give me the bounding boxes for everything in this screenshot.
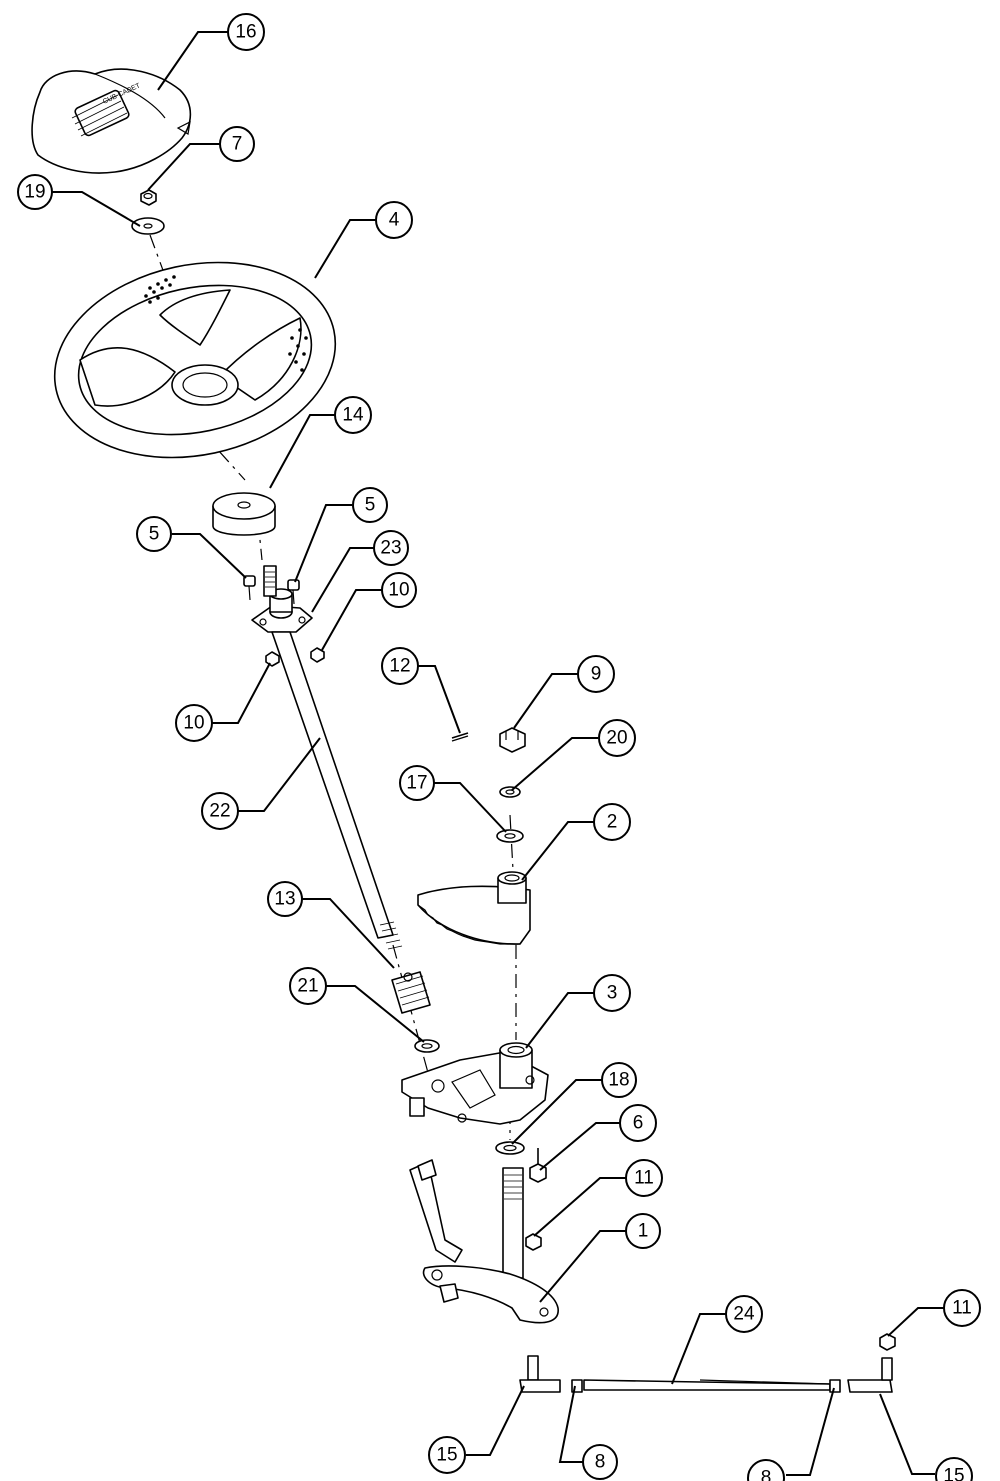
svg-text:15: 15 bbox=[436, 1445, 457, 1466]
callout-15-right: 15 bbox=[935, 1457, 973, 1481]
callout-19: 19 bbox=[17, 174, 53, 210]
callout-14: 14 bbox=[334, 396, 372, 434]
callout-10-left: 10 bbox=[175, 704, 213, 742]
part-10-nut-left bbox=[265, 651, 280, 667]
svg-text:8: 8 bbox=[761, 1468, 772, 1481]
part-16-wheel-cap: CUB CADET bbox=[31, 68, 192, 174]
callout-20: 20 bbox=[598, 719, 636, 757]
callout-7: 7 bbox=[219, 126, 255, 162]
part-8-jam-nut-right bbox=[829, 1379, 841, 1393]
svg-text:21: 21 bbox=[297, 976, 318, 997]
callout-11-lower: 11 bbox=[943, 1289, 981, 1327]
part-2-sector-gear bbox=[417, 871, 531, 945]
svg-text:15: 15 bbox=[943, 1466, 964, 1481]
part-24-tie-rod bbox=[583, 1379, 831, 1391]
part-10-nut-right bbox=[310, 647, 325, 663]
svg-text:12: 12 bbox=[389, 656, 410, 677]
part-23-bushing-flange bbox=[251, 588, 313, 633]
callout-18: 18 bbox=[601, 1062, 637, 1098]
svg-text:14: 14 bbox=[342, 405, 364, 426]
svg-text:19: 19 bbox=[24, 182, 45, 203]
svg-text:7: 7 bbox=[232, 134, 243, 155]
part-3-steering-bracket bbox=[401, 1042, 549, 1125]
svg-text:10: 10 bbox=[388, 580, 409, 601]
svg-text:17: 17 bbox=[406, 773, 427, 794]
part-14-spacer bbox=[212, 492, 276, 536]
part-20-washer bbox=[499, 786, 521, 798]
svg-text:18: 18 bbox=[608, 1070, 629, 1091]
svg-text:2: 2 bbox=[607, 812, 618, 833]
callout-5-left: 5 bbox=[136, 516, 172, 552]
part-13-pinion-gear bbox=[391, 971, 431, 1014]
part-22-steering-shaft bbox=[263, 565, 403, 950]
callout-5-right: 5 bbox=[352, 487, 388, 523]
svg-text:22: 22 bbox=[209, 801, 230, 822]
callout-15-left: 15 bbox=[428, 1436, 466, 1474]
svg-text:24: 24 bbox=[733, 1304, 755, 1325]
part-5-bolt-right bbox=[287, 579, 300, 605]
callout-22: 22 bbox=[201, 792, 239, 830]
part-15-tie-rod-end-right bbox=[847, 1357, 893, 1393]
callout-13: 13 bbox=[267, 881, 303, 917]
callout-3: 3 bbox=[593, 974, 631, 1012]
part-19-washer bbox=[131, 217, 165, 235]
callout-24: 24 bbox=[725, 1295, 763, 1333]
callout-9: 9 bbox=[577, 655, 615, 693]
part-8-jam-nut-left bbox=[571, 1379, 583, 1393]
svg-text:23: 23 bbox=[380, 538, 401, 559]
svg-text:9: 9 bbox=[591, 664, 602, 685]
part-12-cotter-pin bbox=[451, 732, 469, 742]
callout-11-upper: 11 bbox=[625, 1159, 663, 1197]
part-15-tie-rod-end-left bbox=[519, 1355, 561, 1393]
callout-17: 17 bbox=[399, 765, 435, 801]
svg-text:5: 5 bbox=[149, 524, 160, 545]
callout-16: 16 bbox=[227, 13, 265, 51]
callout-4: 4 bbox=[375, 201, 413, 239]
callout-1: 1 bbox=[625, 1213, 661, 1249]
part-7-nut bbox=[140, 189, 157, 206]
svg-text:8: 8 bbox=[595, 1452, 606, 1473]
svg-text:16: 16 bbox=[235, 22, 256, 43]
svg-text:11: 11 bbox=[634, 1168, 654, 1189]
part-21-washer bbox=[414, 1039, 440, 1053]
part-11-nut-lower bbox=[879, 1333, 896, 1351]
svg-text:6: 6 bbox=[633, 1113, 644, 1134]
callout-10-right: 10 bbox=[381, 572, 417, 608]
part-1-steering-arm bbox=[409, 1159, 559, 1324]
callout-8-left: 8 bbox=[582, 1444, 618, 1480]
svg-text:13: 13 bbox=[274, 889, 295, 910]
svg-text:10: 10 bbox=[183, 713, 204, 734]
part-4-steering-wheel bbox=[53, 261, 337, 459]
part-5-bolt-left bbox=[243, 575, 256, 601]
part-9-castle-nut bbox=[499, 727, 526, 753]
callout-21: 21 bbox=[289, 967, 327, 1005]
part-6-bolt bbox=[529, 1148, 547, 1183]
callout-2: 2 bbox=[593, 803, 631, 841]
svg-text:11: 11 bbox=[952, 1298, 972, 1319]
svg-text:4: 4 bbox=[389, 210, 400, 231]
callout-23: 23 bbox=[373, 530, 409, 566]
leader-lines bbox=[52, 31, 944, 1476]
part-17-washer bbox=[496, 829, 524, 843]
svg-text:1: 1 bbox=[638, 1221, 649, 1242]
callout-8-right: 8 bbox=[747, 1459, 785, 1481]
svg-text:5: 5 bbox=[365, 495, 376, 516]
part-11-nut-upper bbox=[525, 1233, 542, 1251]
callout-12: 12 bbox=[381, 647, 419, 685]
part-18-washer bbox=[495, 1141, 525, 1155]
callout-6: 6 bbox=[619, 1104, 657, 1142]
svg-text:3: 3 bbox=[607, 983, 618, 1004]
svg-text:20: 20 bbox=[606, 728, 627, 749]
